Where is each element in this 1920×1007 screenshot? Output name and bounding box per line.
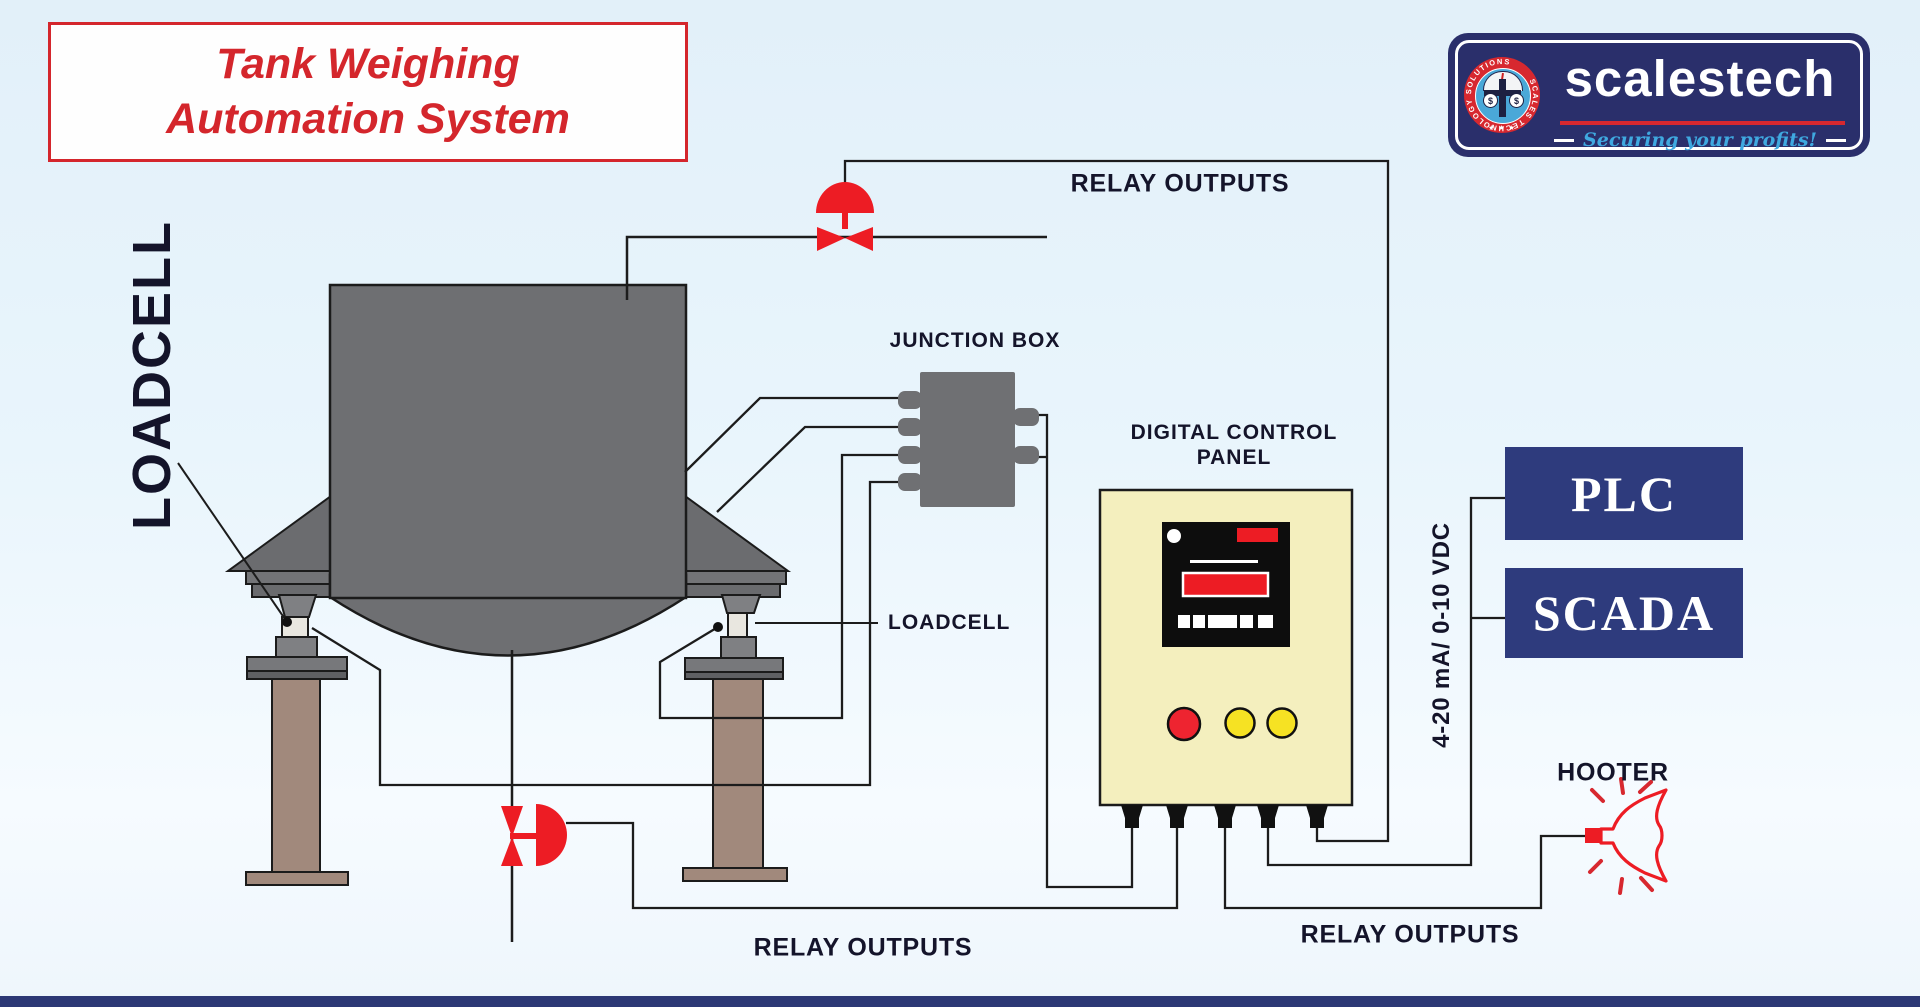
panel-button-red [1166, 706, 1202, 742]
cable-junction-rear-loadcell-2 [716, 425, 902, 513]
junction-box-icon [898, 372, 1039, 507]
badge-ring-text: SCALES TECHNOLOGY SOLUTIONS [1464, 57, 1539, 133]
panel-button-yellow-2 [1266, 707, 1298, 739]
panel-button-yellow-1 [1224, 707, 1256, 739]
loadcell-right-block [727, 612, 748, 638]
tagline-dash-left [1554, 138, 1575, 142]
label-hooter: HOOTER [1557, 758, 1669, 787]
label-relay-outputs-bottom-right: RELAY OUTPUTS [1300, 920, 1520, 949]
right-leg [682, 594, 788, 882]
label-relay-outputs-top: RELAY OUTPUTS [1070, 169, 1290, 198]
cable-junction-left-loadcell [311, 480, 902, 787]
leader-dot-right [713, 622, 723, 632]
cable-panel-to-hooter [1223, 828, 1585, 910]
control-panel-icon [1098, 488, 1354, 828]
scada-label: SCADA [1532, 585, 1716, 641]
label-loadcell-vertical: LOADCELL [122, 220, 182, 530]
label-loadcell-pointer: LOADCELL [888, 611, 1011, 634]
bottom-accent-bar [0, 996, 1920, 1007]
logo-inner-border [1455, 40, 1863, 150]
logo-tagline: Securing your profits! [1583, 129, 1817, 151]
cable-panel-to-outlet-valve [566, 821, 1179, 910]
tank [328, 283, 688, 657]
plc-label: PLC [1571, 465, 1677, 522]
dollar-coin-icon: $ [1483, 93, 1498, 108]
left-leg [245, 594, 349, 886]
display-readout [1181, 571, 1270, 598]
logo-badge-icon: $ $ SCALES TECHNOLOGY SOLUTIONS ★ ★ ★ [1464, 57, 1540, 133]
brand-name: scalestech [1564, 50, 1836, 107]
inlet-pipe [625, 235, 1047, 300]
horn-rays [1588, 777, 1654, 895]
outlet-valve-icon [501, 804, 567, 866]
label-relay-outputs-bottom-center: RELAY OUTPUTS [753, 933, 973, 962]
leader-line-loadcell-left [177, 462, 288, 623]
display-keys [1178, 615, 1273, 628]
label-signal-range: 4-20 mA/ 0-10 VDC [1428, 522, 1455, 748]
tagline-dash-right [1825, 138, 1846, 142]
label-digital-control-panel: DIGITAL CONTROL PANEL [1130, 420, 1338, 469]
label-junction-box: JUNCTION BOX [889, 329, 1061, 352]
cable-junction-rear-loadcell-1 [684, 396, 902, 473]
cable-panel-to-inlet-valve [843, 159, 1390, 843]
inlet-valve-icon [816, 182, 874, 251]
page-title: Tank Weighing Automation System [166, 39, 570, 143]
cable-panel-to-plc-scada [1266, 496, 1505, 867]
diagram-title-box: Tank Weighing Automation System [48, 22, 688, 162]
horn-shape [1599, 788, 1668, 883]
panel-cable-glands [1121, 805, 1328, 828]
scalestech-logo: $ $ SCALES TECHNOLOGY SOLUTIONS ★ ★ ★ sc… [1448, 33, 1870, 157]
scada-box: SCADA [1505, 568, 1743, 658]
svg-text:SCALES TECHNOLOGY SOLUTIONS: SCALES TECHNOLOGY SOLUTIONS [1464, 57, 1540, 133]
badge-stars: ★ ★ ★ [1488, 125, 1516, 132]
brand-underline [1560, 121, 1845, 125]
hooter-icon [1585, 777, 1668, 895]
leader-dot-left [282, 617, 292, 627]
tank-body [328, 283, 688, 600]
cable-junction-right-loadcell [658, 453, 902, 720]
dollar-coin-icon: $ [1509, 93, 1524, 108]
plc-box: PLC [1505, 447, 1743, 540]
